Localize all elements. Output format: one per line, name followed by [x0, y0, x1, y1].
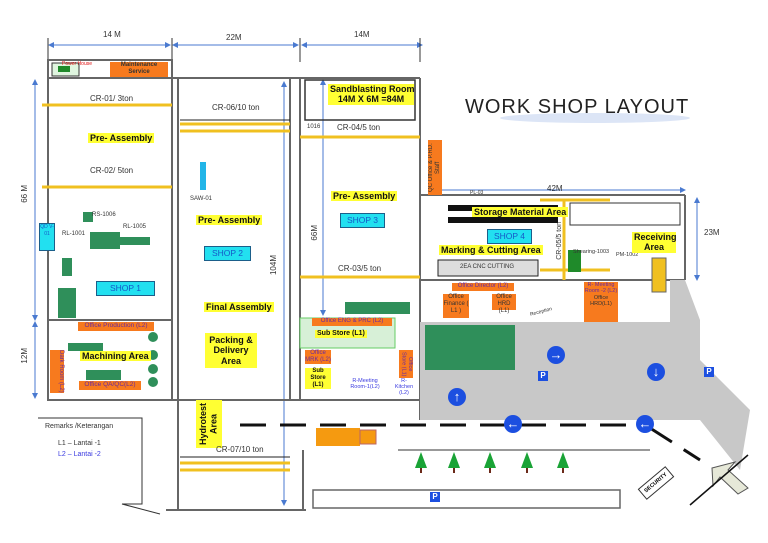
dim-shop1-width: 14 M	[103, 30, 121, 39]
sandblasting-size: 14M X 6M =84M	[337, 94, 405, 105]
storage-material-area: Storage Material Area	[472, 207, 569, 218]
qc-office: QC Office & P.RD. Staff	[428, 140, 442, 195]
parking-icon-3: P	[704, 367, 714, 377]
crane-cr05-label: CR-05/5 ton	[556, 222, 563, 260]
machine-1016-label: 1016	[307, 124, 321, 130]
arrow-up-sign-icon: ↑	[448, 388, 466, 406]
r-kitchen: R-Kitchen (L2)	[394, 378, 414, 397]
arrow-left-sign-icon: ←	[504, 415, 522, 433]
arrow-down-sign-icon: ↓	[647, 363, 665, 381]
shearing-1003-label: Shearing-1003	[573, 249, 610, 255]
sandblasting-name: Sandblasting Room	[330, 84, 415, 94]
crane-cr02-label: CR-02/ 5ton	[90, 166, 134, 175]
dim-shop3-length: 66M	[310, 225, 319, 241]
parking-icon-2: P	[430, 492, 440, 502]
rl-1005-label: RL-1005	[123, 224, 147, 230]
pre-assembly-shop2: Pre- Assembly	[196, 215, 263, 226]
packing-delivery-area: Packing & Delivery Area	[205, 333, 257, 369]
remarks-l2: L2 – Lantai -2	[58, 451, 101, 458]
tree-icon	[484, 452, 496, 473]
tree-icon	[415, 452, 427, 473]
gate	[689, 454, 749, 506]
maintenance-service: Maintenance Service	[110, 62, 168, 77]
material-rack	[569, 202, 681, 226]
office-hrd: Office HRD (L1)	[492, 294, 516, 314]
page-title: WORK SHOP LAYOUT	[465, 96, 690, 118]
office-hrd2-label: Office HRD(L1)	[590, 294, 612, 307]
meeting-room-2: R- Meeting Room -2 (L2)Office HRD(L1)	[584, 282, 618, 322]
saw-machine	[200, 162, 206, 190]
parking-strip	[312, 489, 621, 509]
cnc-cutting-machine	[437, 259, 539, 277]
pm-1002-label: PM-1002	[616, 252, 639, 258]
truck-yellow	[651, 257, 667, 293]
truck-cab	[359, 429, 377, 445]
tree-icon	[448, 452, 460, 473]
tree-icon	[557, 452, 569, 473]
meeting-room-1: R-Meeting Room-1(L2)	[350, 378, 380, 391]
shop3-label: SHOP 3	[340, 213, 385, 228]
remarks-box	[38, 417, 161, 515]
pl-03-label: PL-03	[470, 190, 484, 196]
office-director: Office Director (L2)	[452, 283, 514, 291]
receiving-area: Receiving Area	[632, 232, 677, 253]
pre-assembly-shop1: Pre- Assembly	[88, 133, 155, 144]
rs-1006-label: RS-1006	[92, 212, 116, 218]
office-qa-qc: Office QA/QC(L2)	[79, 381, 141, 390]
remarks-l1: L1 – Lantai -1	[58, 440, 101, 447]
office-finance: Office Finance ( L1 )	[443, 294, 469, 318]
final-assembly: Final Assembly	[204, 302, 274, 313]
garden	[425, 325, 515, 370]
power-house-label: Power House	[62, 61, 93, 67]
office-store: Office Store (L1)	[399, 350, 413, 378]
machining-area: Machining Area	[80, 351, 151, 362]
marking-cutting-area: Marking & Cutting Area	[439, 245, 543, 256]
machines	[58, 212, 410, 387]
office-eng-prc: Office ENG & PRC (L2)	[312, 318, 392, 326]
shop4-label: SHOP 4	[487, 229, 532, 244]
shop2-label: SHOP 2	[204, 246, 251, 261]
title-swoosh	[500, 113, 690, 123]
dim-shop4-height: 23M	[704, 228, 720, 237]
arrow-left-sign-icon-2: ←	[636, 415, 654, 433]
cnc-cutting-label: 2EA CNC CUTTING	[460, 264, 515, 270]
sub-store: Sub Store (L1)	[315, 330, 367, 339]
dim-shop4-length: 42M	[547, 184, 563, 193]
shop1-label: SHOP 1	[96, 281, 155, 296]
arrow-right-sign-icon: →	[547, 346, 565, 364]
dimension-lines	[32, 42, 700, 506]
pre-assembly-shop3: Pre- Assembly	[331, 191, 398, 202]
crane-cr03-label: CR-03/5 ton	[338, 264, 382, 273]
entrance-arrow-icon	[711, 461, 749, 495]
dark-room: Dark Room (L2)	[50, 350, 64, 393]
saw-01-label: SAW-01	[190, 196, 213, 202]
parking-icon: P	[538, 371, 548, 381]
rl-1001-label: RL-1001	[62, 231, 86, 237]
crane-cr06-label: CR-06/10 ton	[212, 103, 260, 112]
generator-icon	[58, 66, 70, 72]
crane-cr07-label: CR-07/10 ton	[216, 445, 264, 454]
dim-left-lower: 12M	[20, 348, 29, 364]
office-mrk: Office MRK (L2)	[305, 350, 331, 364]
hydrotest-area: Hydrotest Area	[196, 400, 222, 448]
dim-shop3-width: 14M	[354, 30, 370, 39]
crane-cr04-label: CR-04/5 ton	[337, 123, 381, 132]
tree-icon	[521, 452, 533, 473]
qd-v01: QD V-01	[39, 223, 55, 251]
truck-orange	[316, 428, 360, 446]
dim-left-height: 66 M	[20, 185, 29, 203]
crane-cr01-label: CR-01/ 3ton	[90, 94, 134, 103]
office-production: Office Production (L2)	[78, 322, 154, 331]
sandblasting-room	[304, 79, 416, 121]
meeting-room-2-label: R- Meeting Room -2 (L2)	[584, 282, 618, 295]
road-dashes	[240, 423, 701, 462]
dim-shop2-width: 22M	[226, 33, 242, 42]
remarks-title: Remarks /Keterangan	[45, 423, 114, 430]
shearing-machine	[568, 250, 581, 272]
sub-store-2: Sub Store (L1)	[305, 368, 331, 389]
dim-shop2-length: 104M	[269, 255, 278, 276]
